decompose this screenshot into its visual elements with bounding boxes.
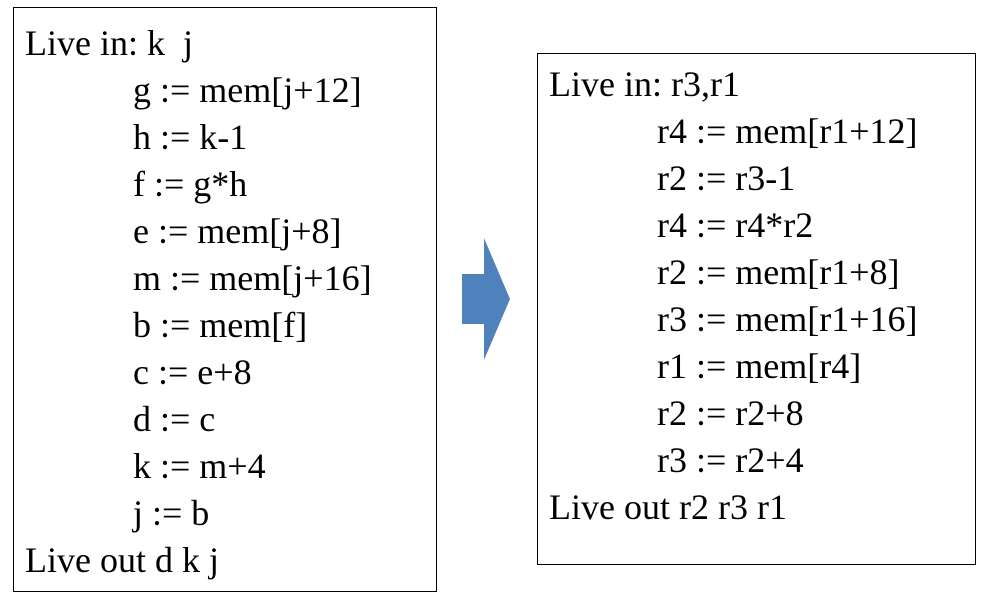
statement-line: f := g*h: [133, 164, 248, 204]
statement-line: k := m+4: [133, 446, 266, 486]
live-out-label: Live out r2 r3 r1: [549, 487, 787, 527]
statement-line: r4 := mem[r1+12]: [657, 111, 918, 151]
right-arrow-icon: [462, 238, 510, 360]
statement-line: r2 := mem[r1+8]: [657, 252, 900, 292]
statement-line: h := k-1: [133, 117, 248, 157]
live-in-label: Live in: r3,r1: [549, 64, 740, 104]
live-out-label: Live out d k j: [25, 540, 219, 580]
statement-line: r3 := r2+4: [657, 440, 804, 480]
statement-line: j := b: [133, 493, 210, 533]
statement-line: b := mem[f]: [133, 305, 308, 345]
statement-line: c := e+8: [133, 352, 252, 392]
statement-line: r2 := r3-1: [657, 158, 796, 198]
statement-line: m := mem[j+16]: [133, 258, 372, 298]
statement-line: d := c: [133, 399, 216, 439]
register-allocated-code-box: Live in: r3,r1 r4 := mem[r1+12] r2 := r3…: [537, 53, 976, 565]
statement-line: g := mem[j+12]: [133, 70, 362, 110]
source-code-box: Live in: k j g := mem[j+12] h := k-1 f :…: [13, 7, 437, 592]
statement-line: r2 := r2+8: [657, 393, 804, 433]
statement-line: r4 := r4*r2: [657, 205, 814, 245]
statement-line: e := mem[j+8]: [133, 211, 342, 251]
live-in-label: Live in: k j: [25, 23, 193, 63]
statement-line: r1 := mem[r4]: [657, 346, 862, 386]
statement-line: r3 := mem[r1+16]: [657, 299, 918, 339]
